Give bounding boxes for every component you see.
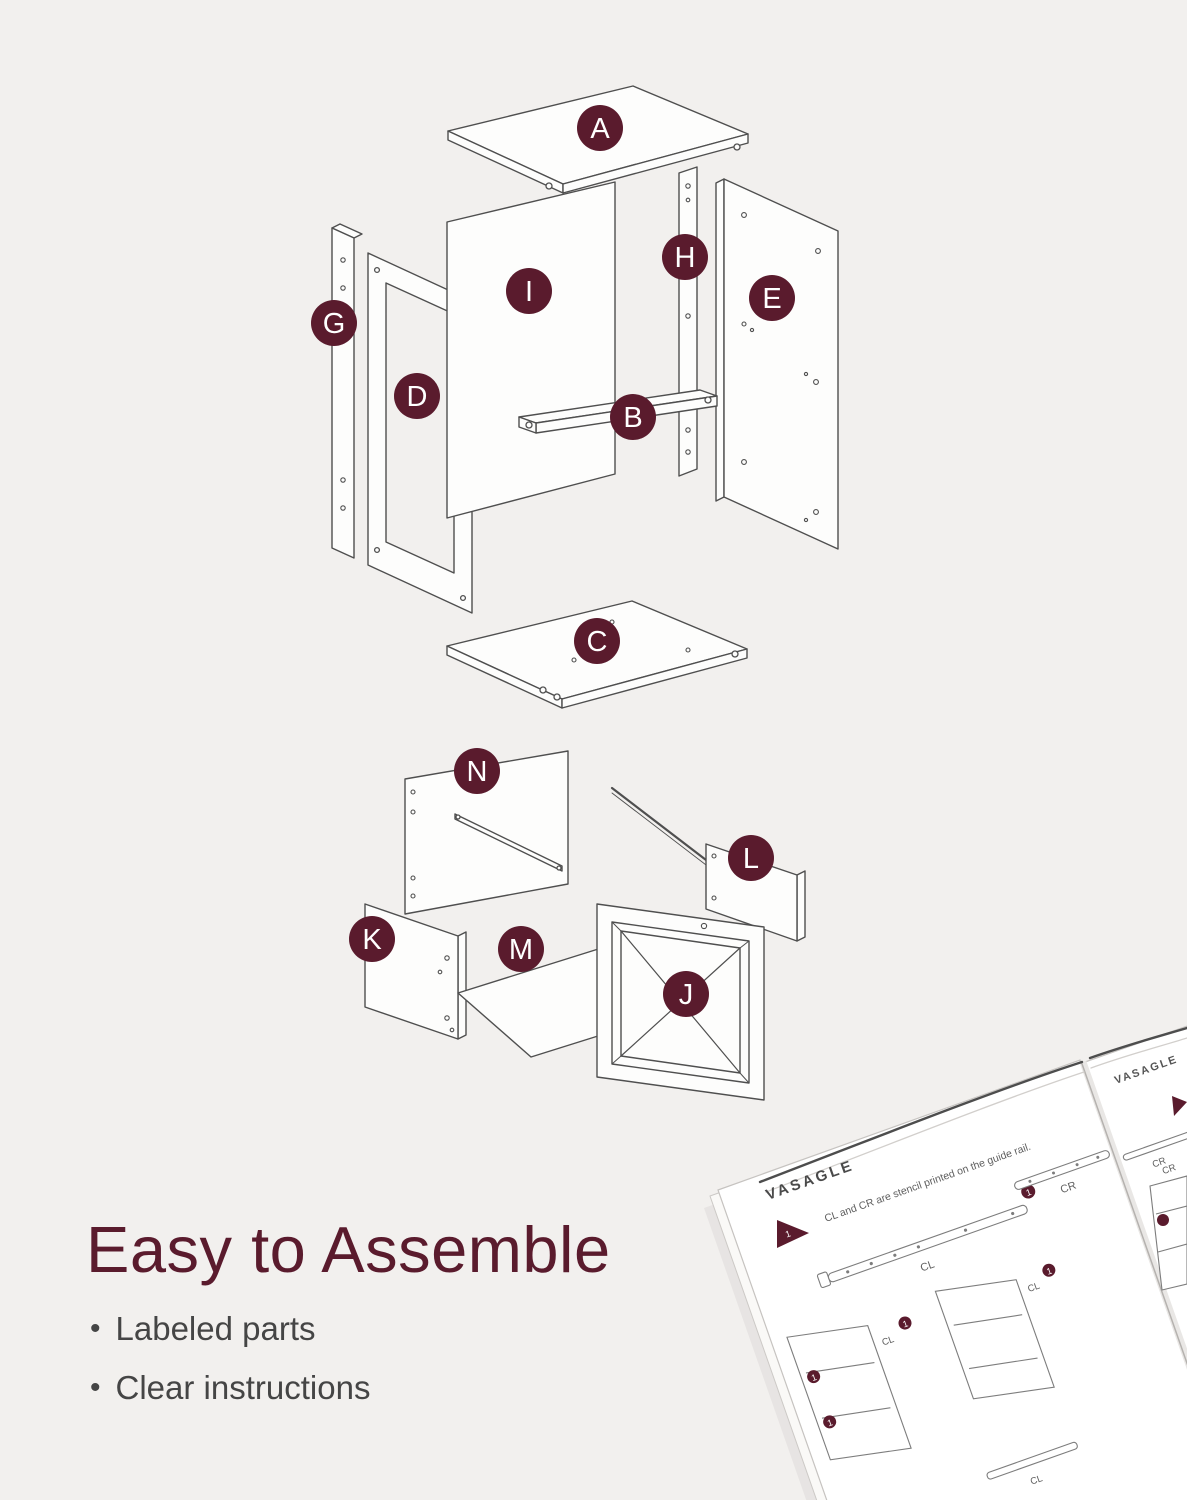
part-label-b: B bbox=[610, 394, 656, 440]
part-letter-a: A bbox=[590, 113, 610, 145]
manual-cl-label-1: CL bbox=[919, 1258, 936, 1274]
bar-g-holes bbox=[340, 257, 346, 511]
drawer-k-holes bbox=[437, 955, 455, 1033]
part-letter-k: K bbox=[362, 924, 382, 956]
manual-right-curl-echo bbox=[1090, 1037, 1187, 1069]
manual-right-curl bbox=[1088, 1026, 1187, 1060]
feature-list: Labeled parts Clear instructions bbox=[90, 1310, 371, 1428]
part-label-j: J bbox=[663, 971, 709, 1017]
part-labels: A H E I G D B C bbox=[311, 105, 795, 1017]
manual-badge-4: 1 bbox=[901, 1318, 909, 1329]
part-label-a: A bbox=[577, 105, 623, 151]
feature-item-clear-instructions: Clear instructions bbox=[90, 1369, 371, 1407]
manual-step-number: 1 bbox=[784, 1228, 792, 1239]
part-letter-c: C bbox=[587, 626, 608, 658]
part-letter-g: G bbox=[323, 308, 346, 340]
panel-strip-h bbox=[678, 166, 698, 477]
part-label-m: M bbox=[498, 926, 544, 972]
part-letter-h: H bbox=[675, 242, 696, 274]
bar-g bbox=[331, 223, 363, 559]
part-label-c: C bbox=[574, 618, 620, 664]
part-label-h: H bbox=[662, 234, 708, 280]
part-letter-j: J bbox=[679, 979, 694, 1011]
panel-e-holes bbox=[741, 212, 821, 523]
feature-text: Clear instructions bbox=[115, 1369, 371, 1406]
manual-panel-diagram-left: 1 1 CL 1 bbox=[786, 1316, 912, 1461]
manual-cl-label-3: CL bbox=[1026, 1281, 1041, 1295]
part-letter-e: E bbox=[762, 283, 781, 315]
manual-panel-diagram-right: CL 1 bbox=[934, 1263, 1056, 1400]
panel-back-i bbox=[446, 181, 616, 519]
instruction-manual: VASAGLE 1 CL and CR are stencil printed … bbox=[704, 1025, 1187, 1500]
manual-cr-label-2: CR bbox=[1151, 1155, 1168, 1170]
manual-rail-cr: CR bbox=[1014, 1150, 1110, 1197]
panel-c-holes bbox=[539, 619, 739, 701]
drawer-side-l bbox=[705, 843, 806, 942]
manual-badge-5: 1 bbox=[1045, 1266, 1053, 1277]
manual-badge-1: 1 bbox=[1025, 1187, 1033, 1198]
part-label-n: N bbox=[454, 748, 500, 794]
manual-cl-label-2: CL bbox=[881, 1334, 896, 1348]
part-label-e: E bbox=[749, 275, 795, 321]
part-letter-n: N bbox=[467, 756, 488, 788]
manual-rail-cl: CL 1 bbox=[816, 1184, 1036, 1289]
drawer-rail bbox=[454, 813, 563, 872]
manual-badge-3: 1 bbox=[826, 1417, 834, 1428]
part-label-g: G bbox=[311, 300, 357, 346]
page-title: Easy to Assemble bbox=[86, 1213, 611, 1286]
part-label-i: I bbox=[506, 268, 552, 314]
part-letter-i: I bbox=[525, 276, 533, 308]
manual-spine bbox=[1080, 1060, 1187, 1366]
part-letter-l: L bbox=[743, 843, 759, 875]
manual-badge-2: 1 bbox=[810, 1372, 818, 1383]
manual-cr-label-3: CR bbox=[1161, 1162, 1178, 1177]
manual-cr-label-1: CR bbox=[1059, 1180, 1078, 1197]
part-letter-d: D bbox=[407, 381, 428, 413]
panel-side-e bbox=[715, 178, 839, 550]
manual-spine-band bbox=[1079, 1060, 1187, 1370]
feature-item-labeled-parts: Labeled parts bbox=[90, 1310, 370, 1348]
part-letter-b: B bbox=[623, 402, 642, 434]
part-label-k: K bbox=[349, 916, 395, 962]
drawer-exploded-diagram bbox=[364, 750, 806, 1101]
manual-right-step-marker bbox=[1172, 1096, 1187, 1116]
manual-rail-bottom: CL bbox=[986, 1441, 1078, 1488]
manual-cl-label-4: CL bbox=[1029, 1473, 1044, 1487]
drawer-n-holes bbox=[410, 789, 416, 899]
feature-text: Labeled parts bbox=[115, 1310, 316, 1347]
part-label-l: L bbox=[728, 835, 774, 881]
part-letter-m: M bbox=[509, 934, 533, 966]
part-label-d: D bbox=[394, 373, 440, 419]
drawer-back-n bbox=[404, 750, 569, 915]
manual-step-marker: 1 bbox=[777, 1220, 809, 1248]
strip-h-holes bbox=[685, 183, 691, 455]
manual-right-rail: CR bbox=[1122, 1131, 1187, 1170]
manual-page-curl-echo bbox=[765, 1071, 1085, 1193]
manual-page-curl bbox=[758, 1060, 1084, 1184]
manual-right-panel-diagram: CR bbox=[1149, 1162, 1187, 1291]
